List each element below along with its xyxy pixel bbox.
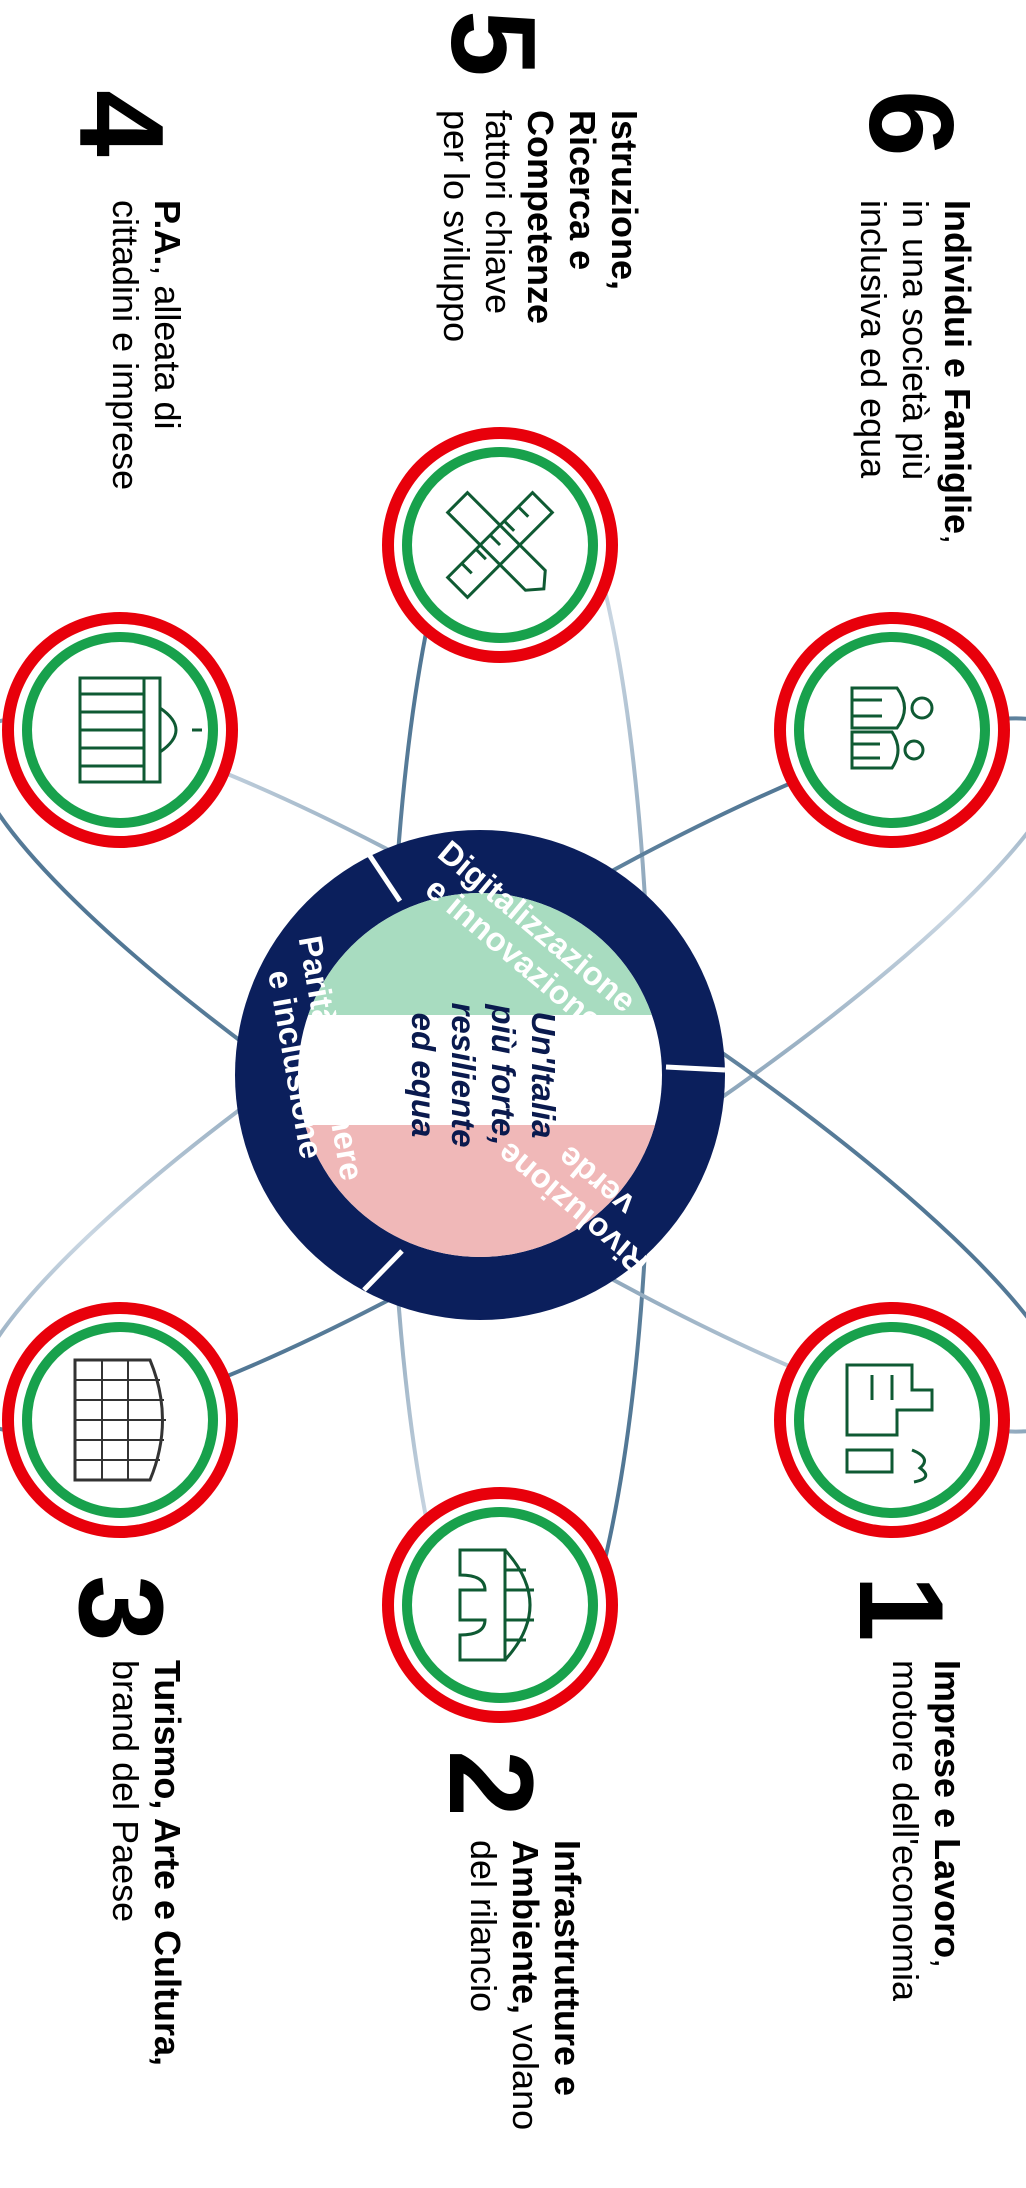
theme-1-title-suffix: , [927, 1958, 968, 1968]
center-line-4: ed equa [405, 1013, 442, 1138]
theme-6-title: Individui e Famiglie [937, 200, 978, 534]
theme-2-line2-bold: Ambiente, [505, 1840, 546, 2014]
theme-4-label: 4 [54, 90, 188, 157]
center-line-3: resiliente [445, 1003, 482, 1148]
theme-4-title: P.A. [147, 200, 188, 265]
ruler-pencil-icon [445, 490, 555, 600]
bridge-icon [458, 1548, 534, 1662]
theme-4-title-suffix: , alleata di [147, 265, 188, 429]
theme-1-number: 1 [834, 1575, 968, 1642]
center-title: Un'Italia più forte, resiliente ed equa [405, 1003, 562, 1148]
theme-circle-6 [774, 612, 1010, 848]
theme-3-text: Turismo, Arte e Cultura, brand del Paese [105, 1660, 188, 2066]
theme-6-title-suffix: , [937, 534, 978, 544]
theme-3-number: 3 [54, 1575, 188, 1642]
theme-2-line1: Infrastrutture e [547, 1840, 588, 2096]
theme-circle-5 [382, 427, 618, 663]
theme-3-line2: brand del Paese [105, 1660, 146, 1922]
theme-4-number: 4 [54, 90, 188, 157]
svg-text:Individui e Famiglie,: Individui e Famiglie, [937, 200, 978, 544]
theme-5-line2: Ricerca e [562, 110, 603, 270]
theme-5-text: Istruzione, Ricerca e Competenze fattori… [436, 110, 645, 342]
theme-6-text: Individui e Famiglie, in una società più… [853, 200, 978, 544]
theme-4-text: P.A., alleata di cittadini e imprese [105, 200, 188, 490]
center-line-2: più forte, [485, 1003, 522, 1145]
ring-divider [363, 848, 403, 903]
theme-1-label: 1 [834, 1575, 968, 1642]
ring-divider [665, 1064, 726, 1073]
theme-2-number: 2 [424, 1750, 558, 1817]
theme-2-label: 2 [424, 1750, 558, 1817]
svg-text:Imprese e Lavoro,: Imprese e Lavoro, [927, 1660, 968, 1968]
theme-5-line4: fattori chiave [478, 110, 519, 314]
svg-text:Ambiente, volano: Ambiente, volano [505, 1840, 546, 2130]
factory-icon [845, 1363, 934, 1484]
theme-3-label: 3 [54, 1575, 188, 1642]
theme-circle-1 [774, 1302, 1010, 1538]
theme-6-line3: inclusiva ed equa [853, 200, 894, 479]
family-icon [850, 686, 934, 770]
theme-5-line1: Istruzione, [604, 110, 645, 290]
theme-4-line2: cittadini e imprese [105, 200, 146, 490]
svg-text:P.A., alleata di: P.A., alleata di [147, 200, 188, 429]
theme-3-title: Turismo, Arte e Cultura, [147, 1660, 188, 2066]
theme-5-line5: per lo sviluppo [436, 110, 477, 342]
theme-2-text: Infrastrutture e Ambiente, volano del ri… [463, 1840, 588, 2130]
theme-2-line3: del rilancio [463, 1840, 504, 2012]
theme-circle-3 [2, 1302, 238, 1538]
theme-5-label: 5 [426, 10, 560, 77]
theme-6-label: 6 [844, 90, 978, 157]
ring-divider [362, 1249, 404, 1292]
colosseum-icon [73, 1358, 166, 1482]
theme-1-line2: motore dell'economia [885, 1660, 926, 2002]
government-building-icon [78, 676, 202, 784]
theme-6-line2: in una società più [895, 200, 936, 480]
theme-1-title: Imprese e Lavoro [927, 1660, 968, 1958]
theme-circle-2 [382, 1487, 618, 1723]
center-line-1: Un'Italia [525, 1011, 562, 1138]
theme-5-number: 5 [426, 10, 560, 77]
theme-2-line2-rest: volano [505, 2014, 546, 2130]
theme-circle-4 [2, 612, 238, 848]
theme-6-number: 6 [844, 90, 978, 157]
theme-1-text: Imprese e Lavoro, motore dell'economia [885, 1660, 968, 2002]
center-ring [235, 830, 726, 1320]
theme-5-line3: Competenze [520, 110, 561, 324]
